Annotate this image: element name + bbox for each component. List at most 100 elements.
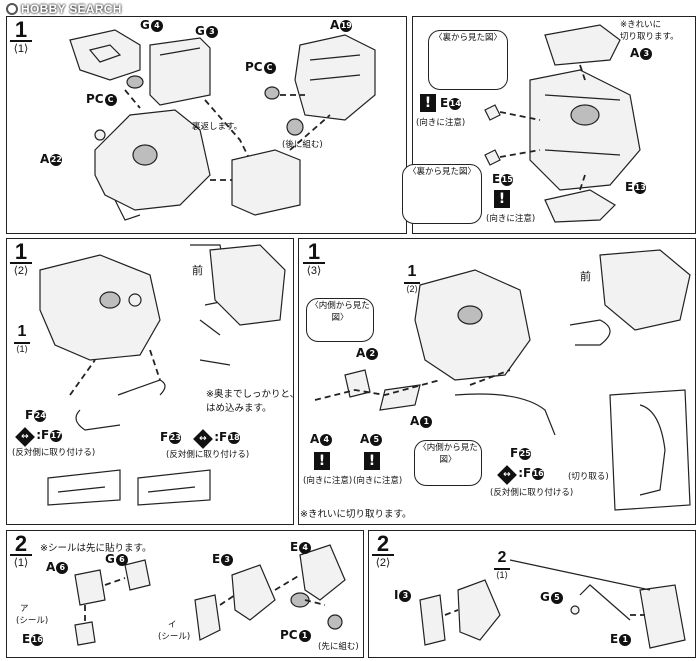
label-e14: E14 (440, 96, 462, 110)
ref-step-1-2: 1 ⟨2⟩ (404, 263, 420, 294)
label-f17: ↔ :F17 (15, 427, 63, 447)
brand-text: HOBBY SEARCH (21, 2, 122, 16)
note-seal-i: (シール) (158, 632, 191, 642)
opposite-side-icon: ↔ (193, 429, 213, 449)
part-f23-drawing (117, 379, 166, 396)
logo-mark-icon (6, 3, 18, 15)
label-e15: E15 (492, 172, 514, 186)
opposite-side-icon: ↔ (497, 465, 517, 485)
brand-logo: HOBBY SEARCH (6, 2, 122, 16)
part-e4-drawing (299, 544, 346, 601)
caution-icon-e15: ! (494, 190, 510, 208)
label-f16: ↔ :F16 (497, 465, 545, 485)
step-number: 1 (303, 241, 325, 264)
part-e13-drawing (544, 189, 616, 223)
step-sub: ⟨2⟩ (375, 557, 391, 569)
part-body-2-2-drawing (639, 584, 686, 649)
part-e3-drawing (231, 564, 276, 621)
inset-box-left (47, 469, 121, 506)
label-front-1-2: 前 (192, 264, 203, 277)
part-f24-drawing (75, 409, 121, 431)
part-g5-drawing (570, 605, 580, 615)
step-sub: ⟨2⟩ (13, 265, 29, 277)
callout-back-view-2: 〈裏から見た図〉 (402, 164, 482, 224)
part-g4-drawing (69, 29, 141, 81)
note-back-side: 裏返します。 (192, 122, 243, 132)
note-orientation-1: (向きに注意) (416, 118, 466, 128)
part-head-2-2-drawing (457, 579, 501, 641)
caution-icon-a4: ! (314, 452, 330, 470)
note-orientation-a5: (向きに注意) (353, 476, 403, 486)
part-g6-drawing (124, 559, 151, 591)
label-a22: A22 (40, 152, 63, 166)
ref-step-2-1: 2 ⟨1⟩ (494, 549, 510, 580)
note-clean-cut-2: ※きれいに切り取ります。 (300, 509, 412, 520)
note-cut-off: (切り取る) (568, 472, 609, 482)
callout-back-view-1: 〈裏から見た図〉 (428, 30, 508, 90)
label-front-1-3: 前 (580, 270, 591, 283)
part-a1-drawing (379, 384, 421, 411)
assemble-first-marker-icon (327, 614, 343, 630)
inset-box-hose (609, 389, 691, 511)
note-orientation-a4: (向きに注意) (303, 476, 353, 486)
caution-icon-a5: ! (364, 452, 380, 470)
step-header-1-2: 1 ⟨2⟩ (10, 241, 32, 277)
label-f24: F24 (25, 408, 47, 422)
note-seal-first: ※シールは先に貼ります。 (40, 543, 152, 554)
label-e16: E16 (22, 632, 44, 646)
note-orientation-2: (向きに注意) (486, 214, 536, 224)
note-assemble-first: (先に組む) (318, 642, 359, 652)
part-e15-drawing (484, 149, 501, 166)
part-g3-drawing (149, 37, 211, 106)
step-header-2-1: 2 ⟨1⟩ (10, 533, 32, 569)
part-i3-drawing (419, 594, 446, 646)
note-opposite-2: (反対側に取り付ける) (166, 450, 250, 460)
label-f25: F25 (510, 446, 532, 460)
label-a19: A19 (330, 18, 353, 32)
part-e16-drawing (74, 621, 96, 646)
part-a2-drawing (344, 369, 371, 398)
step-sub: ⟨1⟩ (13, 43, 29, 55)
part-a19-drawing (294, 34, 376, 121)
part-e14-drawing (484, 104, 501, 121)
step-header-2-2: 2 ⟨2⟩ (372, 533, 394, 569)
callout-inner-view-2: 〈内側から見た図〉 (414, 440, 482, 486)
part-f25-drawing (454, 393, 556, 436)
pc1-polycap (290, 592, 310, 608)
step-number: 2 (10, 533, 32, 556)
head-assembly-drawing (529, 69, 641, 191)
assemble-later-marker-icon (286, 118, 304, 136)
step-number: 1 (10, 19, 32, 42)
part-arm-drawing (194, 594, 221, 641)
part-side-view-drawing (209, 244, 286, 326)
step-sub: ⟨1⟩ (13, 557, 29, 569)
part-body-1-2-drawing (39, 254, 161, 361)
inset-box-right (137, 469, 211, 506)
part-square-block-drawing (231, 149, 301, 216)
step-header-1-1: 1 ⟨1⟩ (10, 19, 32, 55)
part-a3-drawing (544, 24, 621, 66)
note-clean-cut-1: ※きれいに 切り取ります。 (620, 20, 679, 42)
pc-c-polycap-2 (264, 86, 280, 100)
label-f18: ↔ :F18 (193, 429, 241, 449)
opposite-side-icon: ↔ (15, 427, 35, 447)
part-a6-drawing (74, 569, 106, 606)
part-e1-drawing (579, 584, 631, 621)
note-opposite-1: (反対側に取り付ける) (12, 448, 96, 458)
